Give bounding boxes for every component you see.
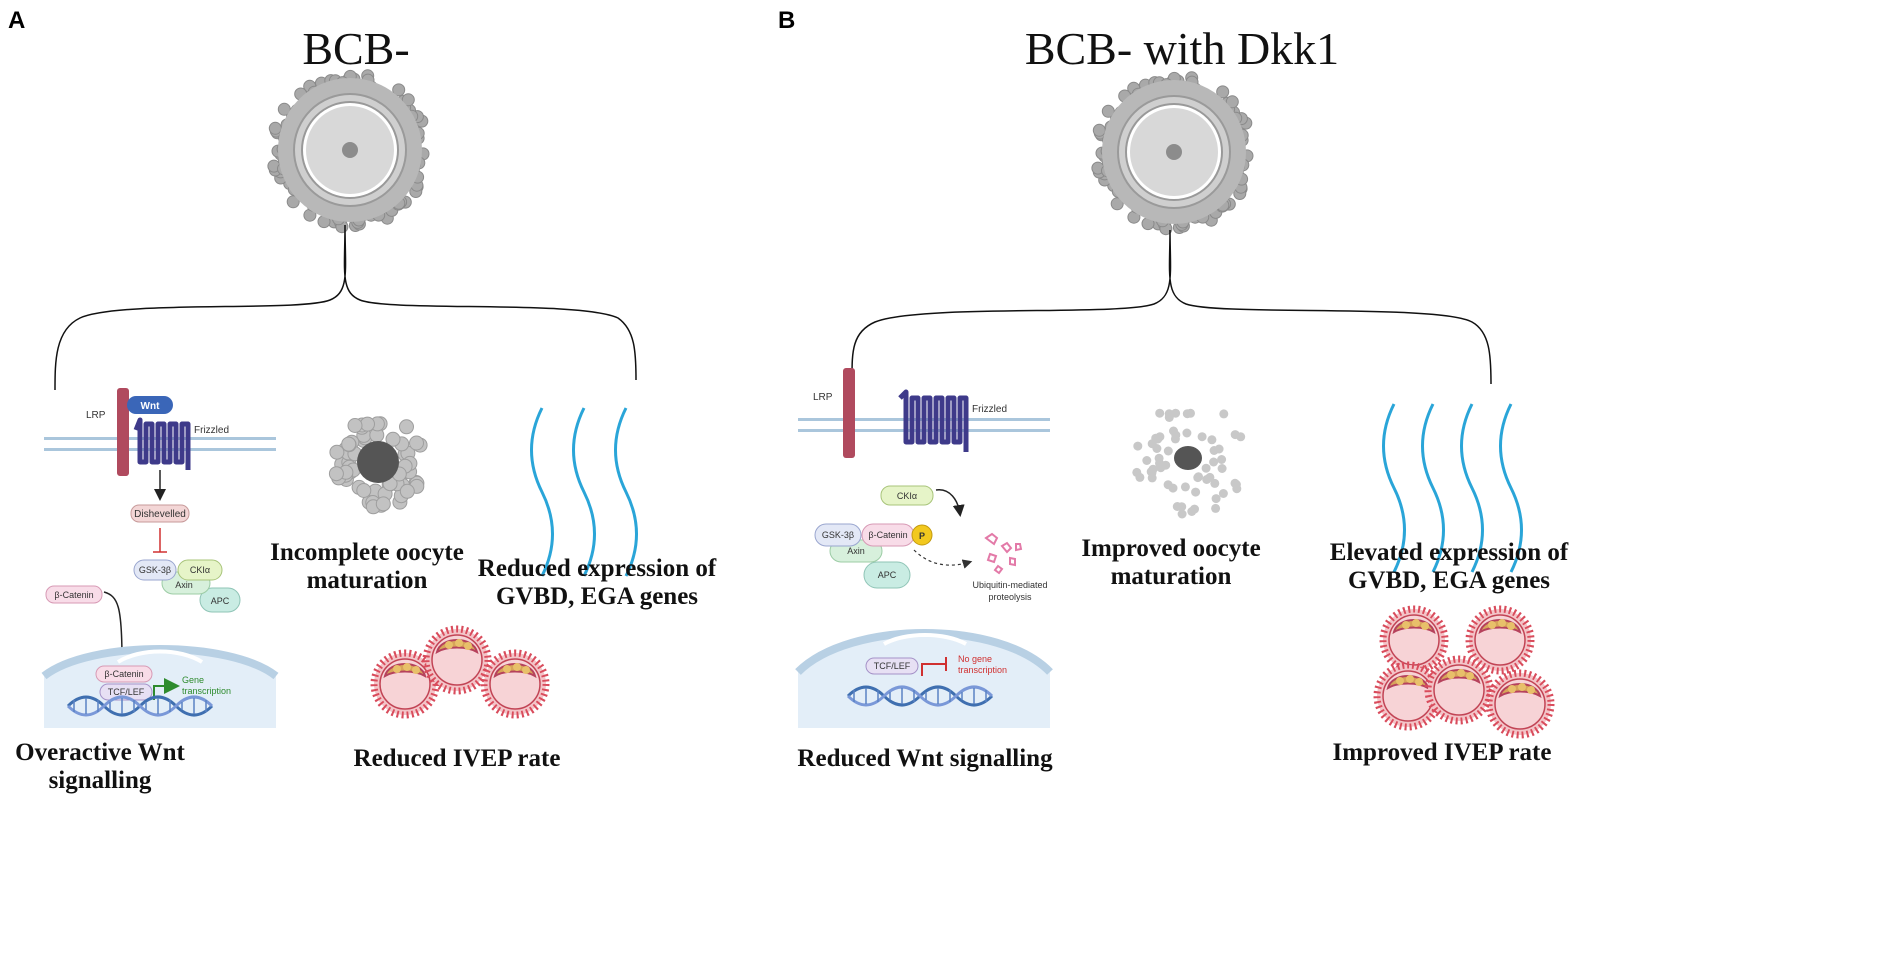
ubiq-label-1: Ubiquitin-mediated	[972, 580, 1047, 590]
gsk-label-b: GSK-3β	[822, 530, 854, 540]
coc-illustration-b	[1091, 71, 1254, 236]
destruction-complex-b	[814, 523, 933, 589]
beta-catenin-free	[45, 585, 103, 604]
lrp-label-b: LRP	[813, 392, 833, 403]
apc-label-a: APC	[211, 596, 230, 606]
panel-a: A BCB- LRP Wnt Frizzled Dishevelled	[8, 7, 717, 794]
caption-genes-a-1: Reduced expression of	[478, 555, 717, 582]
caption-genes-b-2: GVBD, EGA genes	[1348, 567, 1550, 594]
caption-oocyte-b-2: maturation	[1111, 563, 1232, 590]
ckia-label-b: CKIα	[897, 491, 917, 501]
gene-label-1: Gene	[182, 675, 204, 685]
caption-wnt-a-2: signalling	[49, 767, 152, 794]
brace-a	[54, 224, 637, 391]
tcf-box-b	[865, 657, 919, 675]
panel-a-letter: A	[8, 7, 25, 34]
caption-oocyte-a-1: Incomplete oocyte	[270, 539, 464, 566]
phospho-arrow	[935, 489, 965, 517]
ckia-label-a: CKIα	[190, 565, 210, 575]
inhibit-dishevelled	[153, 528, 167, 553]
caption-genes-b-1: Elevated expression of	[1330, 539, 1569, 566]
panel-a-title: BCB-	[302, 23, 409, 74]
tcf-label-b: TCF/LEF	[874, 661, 911, 671]
no-gene-inhibit	[921, 657, 947, 676]
oocyte-incomplete	[328, 416, 428, 515]
caption-genes-a-2: GVBD, EGA genes	[496, 583, 698, 610]
destruction-complex-a	[133, 559, 241, 613]
caption-ivep-a: Reduced IVEP rate	[354, 745, 561, 772]
wnt-label: Wnt	[141, 401, 161, 412]
beta-catenin-nuclear	[95, 665, 153, 683]
tcf-box-a	[99, 683, 153, 701]
oocyte-improved	[1132, 408, 1246, 519]
panel-b-title: BCB- with Dkk1	[1025, 23, 1339, 74]
nogene-label-1: No gene	[958, 654, 992, 664]
gene-label-2: transcription	[182, 686, 231, 696]
tcf-label-a: TCF/LEF	[108, 687, 145, 697]
gene-arrow	[153, 678, 180, 700]
ckia-box-b	[880, 485, 934, 506]
ubiq-label-2: proteolysis	[988, 592, 1032, 602]
lrp-receptor-a	[117, 388, 129, 476]
beta-catenin-label-a: β-Catenin	[54, 590, 93, 600]
brace-b	[851, 229, 1492, 385]
p-label: P	[919, 531, 925, 541]
lrp-receptor-b	[843, 368, 855, 458]
beta-catenin-label-b: β-Catenin	[868, 530, 907, 540]
apc-label-b: APC	[878, 570, 897, 580]
nogene-label-2: transcription	[958, 665, 1007, 675]
panel-b-letter: B	[778, 7, 795, 34]
axin-label-a: Axin	[175, 580, 193, 590]
caption-wnt-a-1: Overactive Wnt	[15, 739, 185, 766]
lrp-label-a: LRP	[86, 410, 106, 421]
beta-catenin-nuclear-label: β-Catenin	[104, 669, 143, 679]
embryos-a	[374, 629, 546, 715]
proteolysis-arrow	[913, 549, 973, 569]
frizzled-receptor-b	[898, 389, 969, 452]
dishevelled-label: Dishevelled	[134, 509, 186, 520]
caption-oocyte-b-1: Improved oocyte	[1081, 535, 1260, 562]
wnt-ligand	[127, 396, 173, 414]
frizzled-label-b: Frizzled	[972, 404, 1007, 415]
arrow-catenin-to-nucleus	[103, 591, 128, 663]
coc-illustration-a	[267, 69, 430, 234]
dishevelled-box	[130, 504, 190, 523]
caption-ivep-b: Improved IVEP rate	[1333, 739, 1552, 766]
caption-wnt-b: Reduced Wnt signalling	[797, 745, 1053, 772]
nucleus-b	[795, 629, 1053, 728]
caption-oocyte-a-2: maturation	[307, 567, 428, 594]
embryos-b	[1377, 609, 1551, 735]
peptide-fragments	[984, 532, 1023, 575]
frizzled-receptor-a	[133, 417, 191, 470]
frizzled-label-a: Frizzled	[194, 425, 229, 436]
panel-b: B BCB- with Dkk1 LRP Frizzled CKIα GSK-3…	[778, 7, 1569, 772]
gsk-label-a: GSK-3β	[139, 565, 171, 575]
rna-strands-a	[530, 406, 638, 578]
axin-label-b: Axin	[847, 546, 865, 556]
